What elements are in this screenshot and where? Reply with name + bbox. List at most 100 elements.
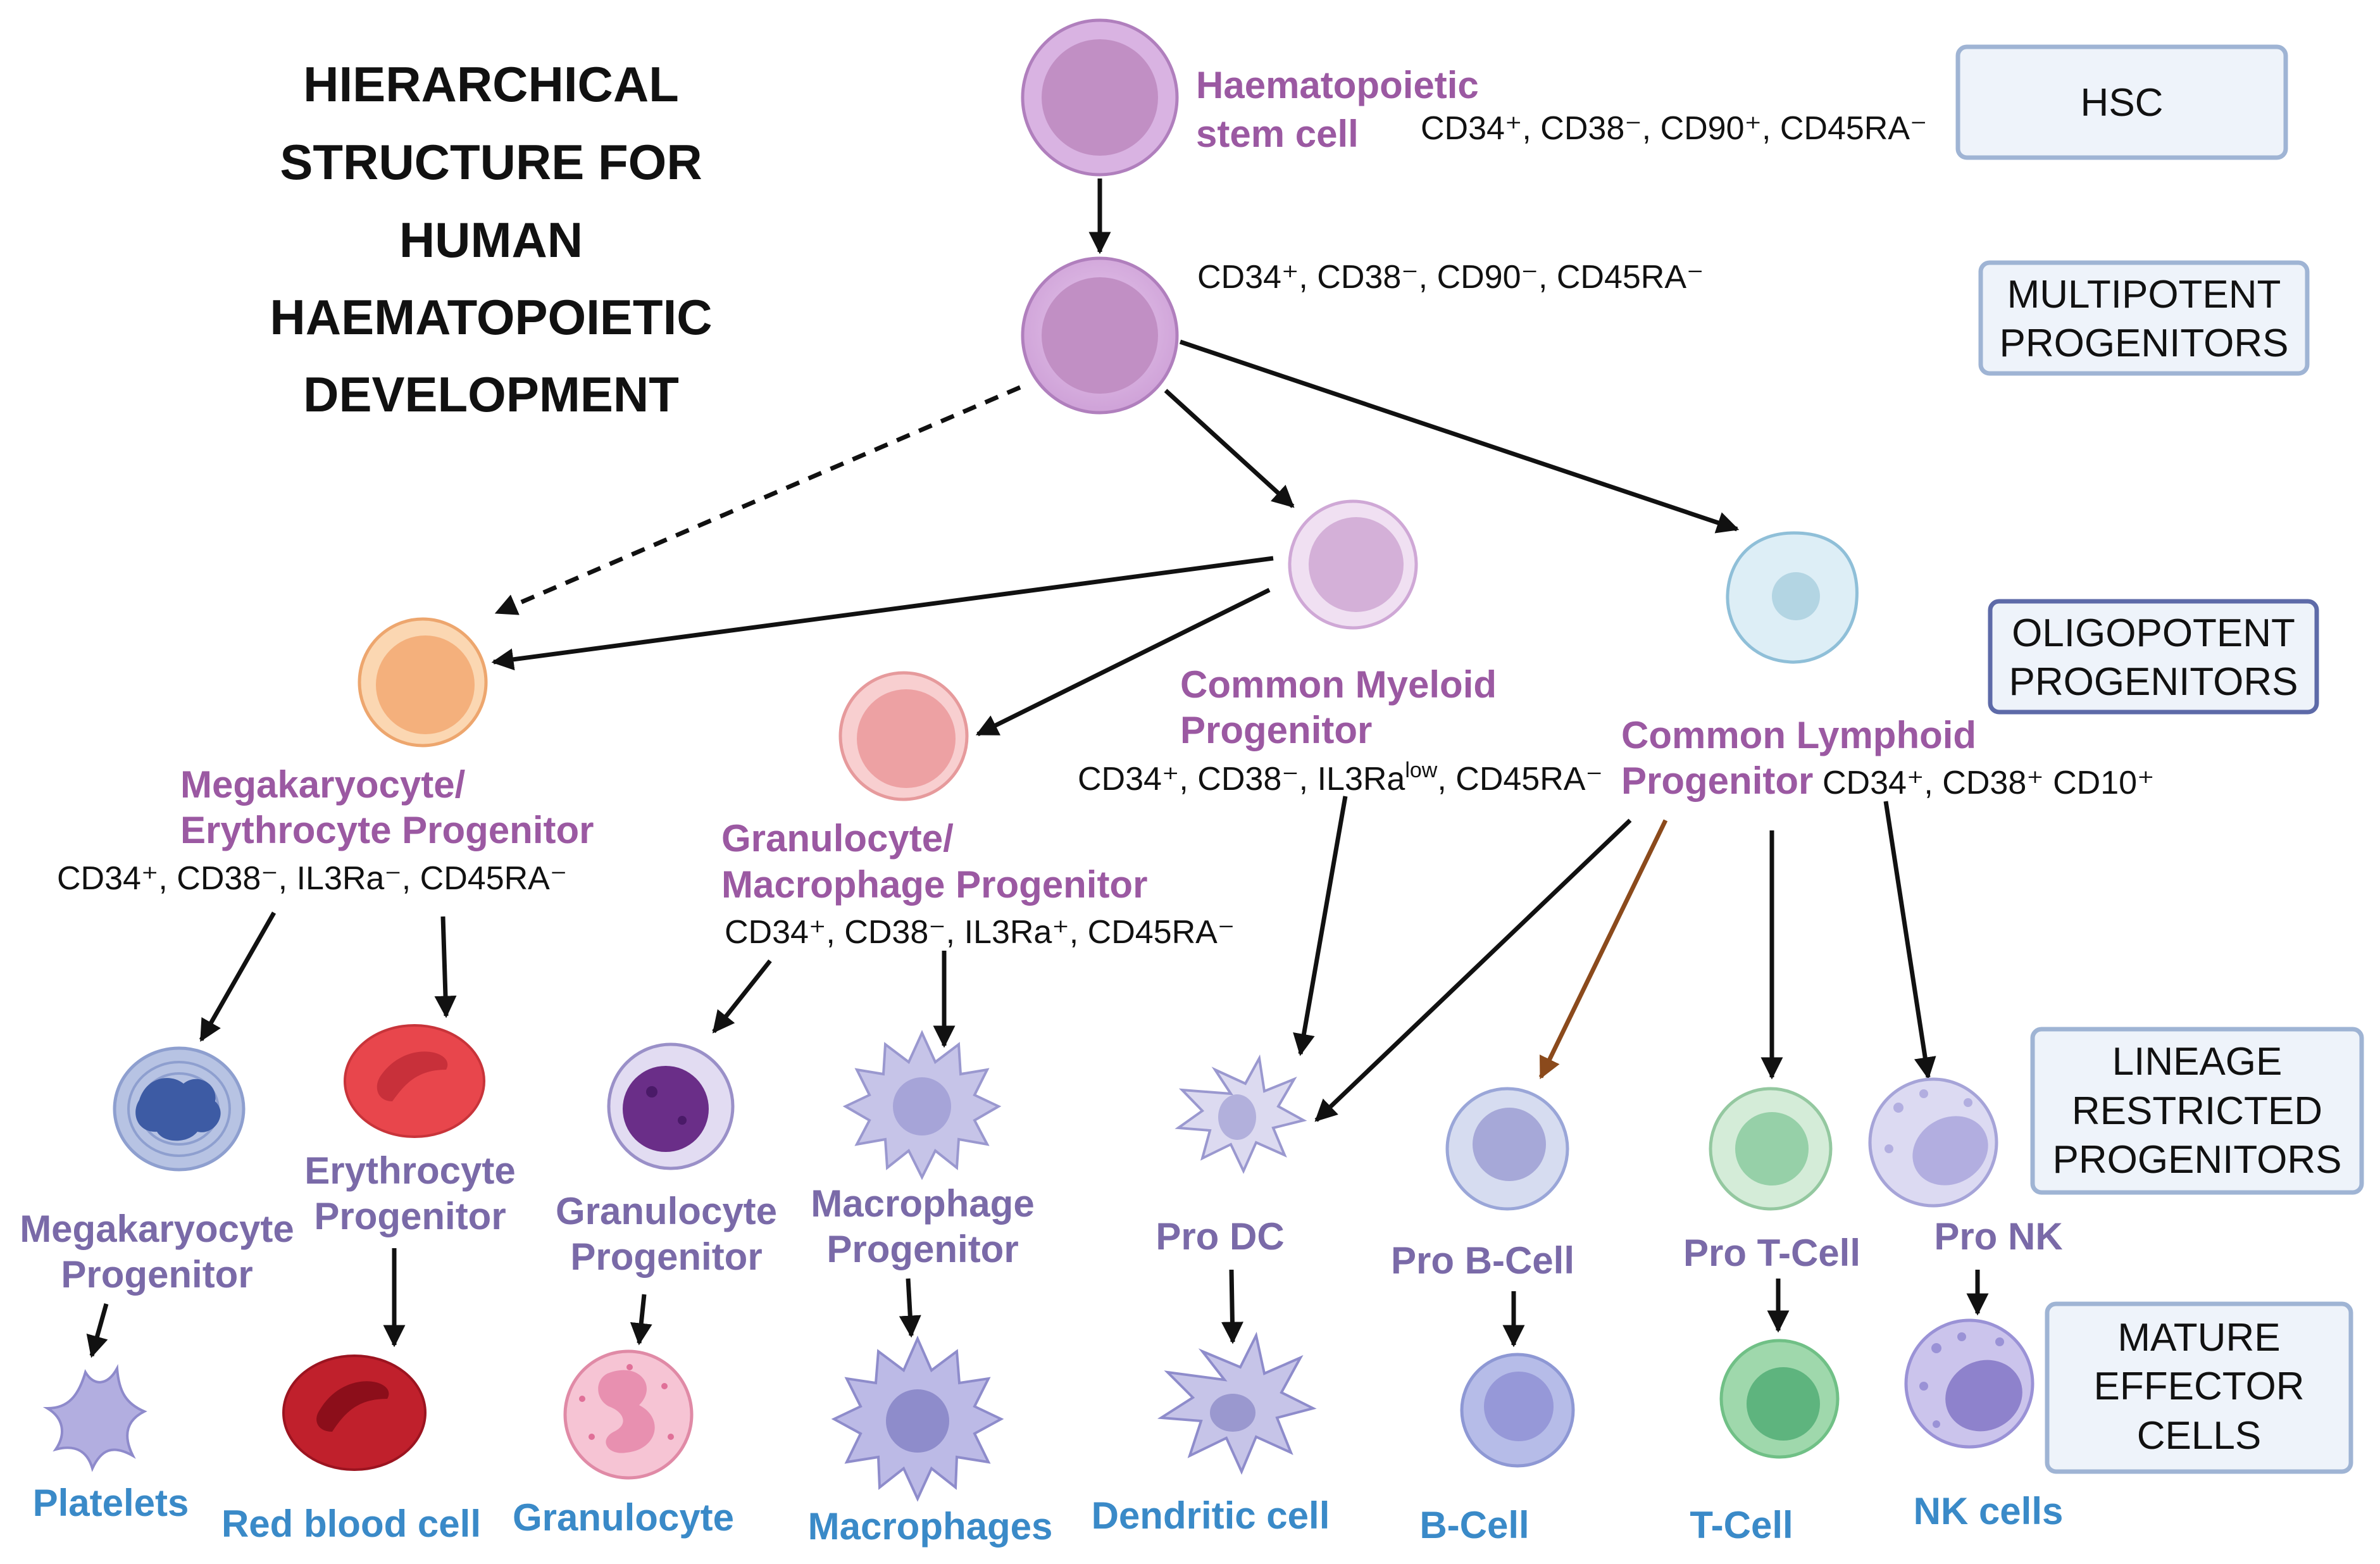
tier-mature-line-2: EFFECTOR: [2094, 1365, 2305, 1408]
tier-lineage-line-2: RESTRICTED: [2072, 1089, 2322, 1133]
nk-granule-5: [1933, 1420, 1940, 1428]
hsc-markers: CD34⁺, CD38⁻, CD90⁺, CD45RA⁻: [1421, 110, 1928, 147]
tier-hsc-box: [1955, 44, 2288, 160]
hsc-nucleus: [1042, 39, 1158, 156]
pro-nk-nucleus: [1912, 1116, 1988, 1186]
erp-highlight: [377, 1051, 448, 1101]
grp-name-line-1: Granulocyte: [556, 1190, 777, 1232]
mpp-cell: [1021, 256, 1179, 415]
tier-multipotent-box: [1978, 260, 2310, 376]
arrow-prodc-to-dc: [1221, 1269, 1243, 1344]
grp-nucleus: [623, 1066, 709, 1152]
granulocyte-granule-2: [589, 1434, 595, 1440]
mpp-markers: CD34⁺, CD38⁻, CD90⁻, CD45RA⁻: [1197, 259, 1704, 296]
pro-nk-granule-4: [1885, 1144, 1893, 1153]
rbc-highlight: [316, 1381, 389, 1432]
tier-oligopotent: OLIGOPOTENT PROGENITORS: [1988, 599, 2319, 715]
mep-markers: CD34⁺, CD38⁻, IL3Ra⁻, CD45RA⁻: [57, 860, 567, 897]
title-line-5: DEVELOPMENT: [303, 366, 679, 422]
nk-granule-3: [1995, 1337, 2004, 1346]
cmp-cell: [1288, 499, 1418, 630]
pro-t-nucleus: [1735, 1112, 1809, 1186]
cmp-name-line-1: Common Myeloid: [1180, 663, 1497, 706]
cmp-markers-main: CD34⁺, CD38⁻, IL3Ra: [1078, 761, 1405, 798]
arrow-cmp-to-gmp: [975, 587, 1271, 737]
tier-multipotent-line-2: PROGENITORS: [1999, 322, 2288, 365]
cmp-markers: CD34⁺, CD38⁻, IL3Ralow, CD45RA⁻: [1078, 758, 1603, 798]
tier-mature-box: [2045, 1301, 2353, 1474]
arrows: [86, 178, 1989, 1358]
granulocyte-progenitor-cell: [607, 1042, 735, 1170]
cmp-nucleus: [1309, 517, 1404, 612]
arrow-mpp-to-clp: [1179, 339, 1740, 534]
tier-lineage: LINEAGE RESTRICTED PROGENITORS: [2030, 1027, 2364, 1195]
pro-b-cell: [1445, 1087, 1569, 1211]
pro-t-cell: [1709, 1087, 1833, 1211]
arrow-mcp-to-macrophages: [899, 1278, 921, 1338]
arrow-cmp-to-prodc: [1293, 796, 1348, 1056]
pro-dc-nucleus: [1218, 1094, 1256, 1140]
tcell-label: T-Cell: [1690, 1504, 1793, 1546]
tier-mature-line-3: CELLS: [2137, 1414, 2261, 1458]
erp-name-line-1: Erythrocyte: [304, 1149, 515, 1192]
mkp-nucleus: [135, 1078, 221, 1141]
title-line-4: HAEMATOPOIETIC: [270, 289, 712, 345]
nk-granule-2: [1957, 1332, 1966, 1341]
tier-hsc-label: HSC: [2081, 81, 2164, 125]
grp-nucleolus-1: [646, 1086, 657, 1098]
b-cell: [1460, 1353, 1575, 1468]
bcell-label: B-Cell: [1419, 1504, 1529, 1546]
grp-name-line-2: Progenitor: [570, 1236, 762, 1278]
dendritic-cell: [1157, 1332, 1317, 1475]
clp-name-line-1: Common Lymphoid: [1621, 714, 1976, 756]
pro-dc-cell: [1174, 1054, 1307, 1174]
pro-nk-label: Pro NK: [1934, 1215, 2062, 1258]
diagram-title: HIERARCHICAL STRUCTURE FOR HUMAN HAEMATO…: [270, 56, 712, 422]
mkp-name-line-2: Progenitor: [61, 1253, 252, 1296]
pro-b-nucleus: [1473, 1108, 1546, 1181]
erp-body: [344, 1024, 485, 1138]
mep-cell: [358, 617, 488, 748]
title-line-3: HUMAN: [399, 212, 583, 268]
granulocyte-granule-1: [579, 1396, 585, 1402]
tier-oligopotent-line-2: PROGENITORS: [2009, 660, 2298, 704]
tier-mature: MATURE EFFECTOR CELLS: [2045, 1301, 2353, 1474]
macrophages-label: Macrophages: [808, 1505, 1053, 1548]
rbc-label: Red blood cell: [221, 1503, 481, 1545]
granulocyte-cell: [563, 1349, 694, 1480]
macrophage-progenitor-cell: [842, 1030, 1002, 1180]
hsc-cell: [1021, 18, 1179, 177]
pro-nk-granule-2: [1919, 1089, 1928, 1098]
nk-cell-nucleus: [1945, 1360, 2022, 1432]
arrow-clp-to-prob: [1538, 819, 1668, 1080]
gmp-name-line-2: Macrophage Progenitor: [721, 863, 1147, 906]
clp-name-line-2: Progenitor: [1621, 760, 1813, 802]
cmp-markers-sup: low: [1405, 758, 1437, 782]
tier-oligopotent-box: [1988, 599, 2319, 715]
nk-granule-1: [1931, 1343, 1941, 1353]
grp-nucleolus-2: [678, 1116, 687, 1125]
cmp-name-line-2: Progenitor: [1180, 709, 1372, 751]
mcp-name-line-2: Progenitor: [826, 1228, 1018, 1270]
hsc-name-line-1: Haematopoietic: [1196, 64, 1479, 106]
rbc-body: [282, 1354, 427, 1471]
platelet-cell: [42, 1364, 147, 1472]
b-cell-nucleus: [1484, 1372, 1554, 1441]
clp-nucleus: [1772, 572, 1820, 620]
arrow-mpp-to-cmp: [1164, 389, 1295, 508]
cmp-markers-end: , CD45RA⁻: [1437, 761, 1603, 798]
pro-nk-granule-3: [1964, 1098, 1972, 1107]
granulocyte-nucleus: [598, 1370, 655, 1453]
granulocyte-granule-5: [626, 1364, 633, 1370]
red-blood-cell: [282, 1354, 427, 1471]
tier-lineage-line-1: LINEAGE: [2112, 1040, 2283, 1084]
tier-lineage-line-3: PROGENITORS: [2052, 1138, 2341, 1182]
arrow-mep-to-erp: [434, 916, 457, 1018]
arrow-grp-to-granulocyte: [630, 1294, 652, 1346]
title-line-2: STRUCTURE FOR: [280, 134, 702, 190]
gmp-name-line-1: Granulocyte/: [721, 817, 954, 860]
megakaryocyte-progenitor-cell: [113, 1046, 246, 1172]
platelet-body: [42, 1364, 147, 1472]
arrow-clp-to-pronk: [1883, 801, 1936, 1080]
